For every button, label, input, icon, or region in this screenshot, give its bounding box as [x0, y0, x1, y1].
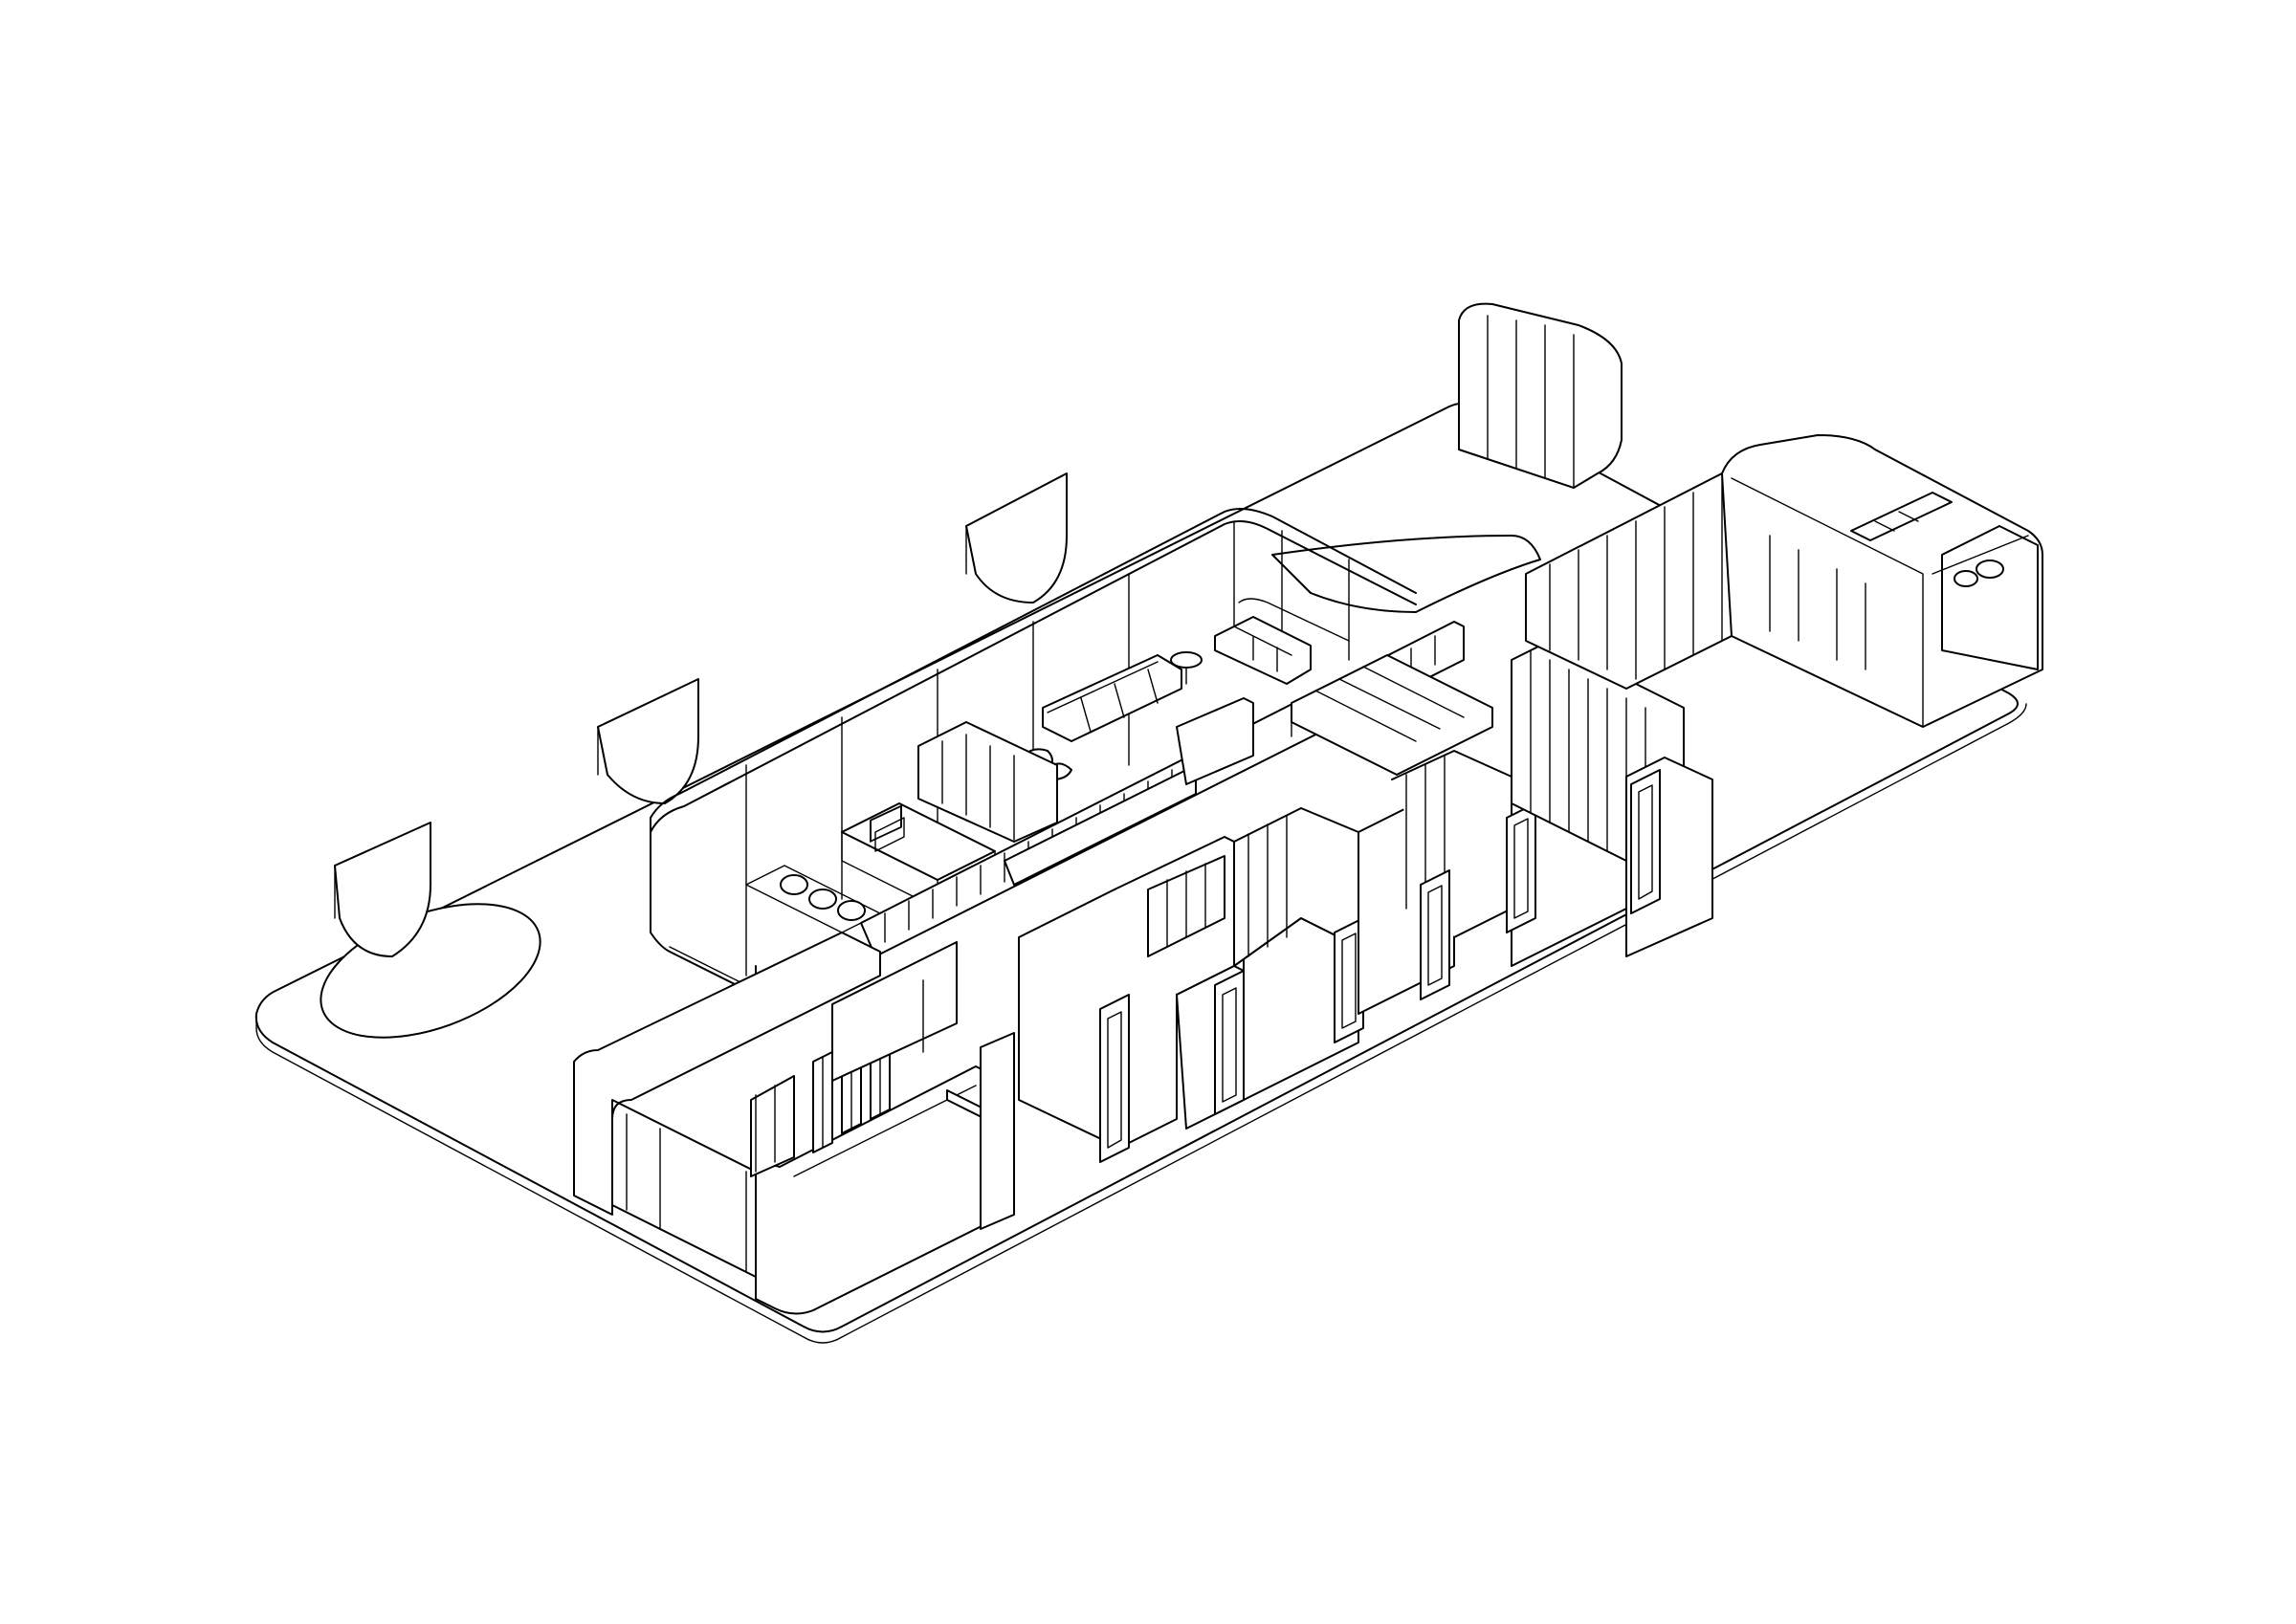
office-block-left — [573, 932, 1015, 1315]
right-end-rooms — [1525, 434, 2043, 728]
right-shelving — [1291, 640, 1713, 957]
arch-screens — [334, 302, 1623, 957]
reception-chairs — [745, 865, 881, 933]
office-rows — [1018, 750, 1627, 1163]
